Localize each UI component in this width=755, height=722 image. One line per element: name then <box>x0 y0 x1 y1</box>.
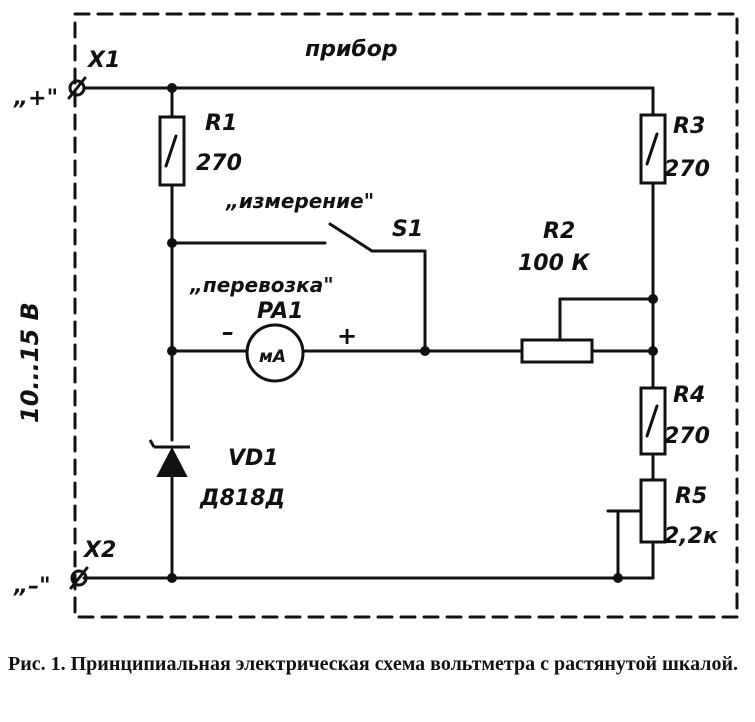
caption-prefix: Рис. 1. <box>8 653 66 675</box>
resistor-r4-mark <box>645 404 659 438</box>
terminal-x1-name: X1 <box>86 48 120 73</box>
zener-diode-vd1 <box>148 439 190 477</box>
pa1-name: PA1 <box>257 299 303 324</box>
supply-voltage-label: 10...15 В <box>16 302 44 423</box>
figure-caption: Рис. 1. Принципиальная электрическая схе… <box>8 652 748 677</box>
circuit-schematic: прибор 10...15 В X1 „+" X2 „–" R1 270 R3… <box>13 12 739 619</box>
pa1-minus: – <box>222 318 234 346</box>
terminal-x2-mark <box>69 566 89 590</box>
r5-name: R5 <box>675 484 707 509</box>
caption-text: Принципиальная электрическая схема вольт… <box>70 653 739 675</box>
r1-value: 270 <box>196 151 242 176</box>
resistor-r3-mark <box>645 132 659 166</box>
r4-name: R4 <box>673 383 705 408</box>
junction-dot <box>167 83 177 93</box>
enclosure-label: прибор <box>305 37 398 62</box>
s1-measure-label: „измерение" <box>225 189 374 213</box>
terminal-x2-polarity: „–" <box>13 574 51 599</box>
junction-dot <box>167 346 177 356</box>
junction-dot <box>613 573 623 583</box>
terminal-x1-mark <box>67 76 87 100</box>
pa1-unit: мА <box>259 347 286 367</box>
r2-name: R2 <box>543 219 575 244</box>
vd1-name: VD1 <box>228 446 279 471</box>
r4-value: 270 <box>664 424 710 449</box>
vd1-value: Д818Д <box>199 486 285 511</box>
junction-dot <box>648 346 658 356</box>
r1-name: R1 <box>205 111 237 136</box>
terminal-x2 <box>70 569 88 587</box>
junction-dot <box>167 573 177 583</box>
r5-value: 2,2к <box>664 524 719 549</box>
meter-pa1-symbol <box>245 323 305 383</box>
resistor-r5 <box>639 478 667 544</box>
s1-name: S1 <box>392 217 423 242</box>
terminal-x2-name: X2 <box>82 538 116 563</box>
junction-dot <box>167 238 177 248</box>
junction-dot <box>420 346 430 356</box>
terminal-x1-polarity: „+" <box>13 86 58 111</box>
pa1-plus: + <box>337 322 357 350</box>
r3-name: R3 <box>673 114 705 139</box>
terminal-x1 <box>68 79 86 97</box>
s1-transport-label: „перевозка" <box>189 273 334 297</box>
switch-s1-blade <box>328 222 374 253</box>
resistor-r1-mark <box>164 134 178 168</box>
enclosure-outline <box>73 12 739 619</box>
r2-value: 100 К <box>518 251 591 276</box>
r3-value: 270 <box>664 157 710 182</box>
junction-dot <box>648 294 658 304</box>
potentiometer-r2 <box>520 338 594 364</box>
